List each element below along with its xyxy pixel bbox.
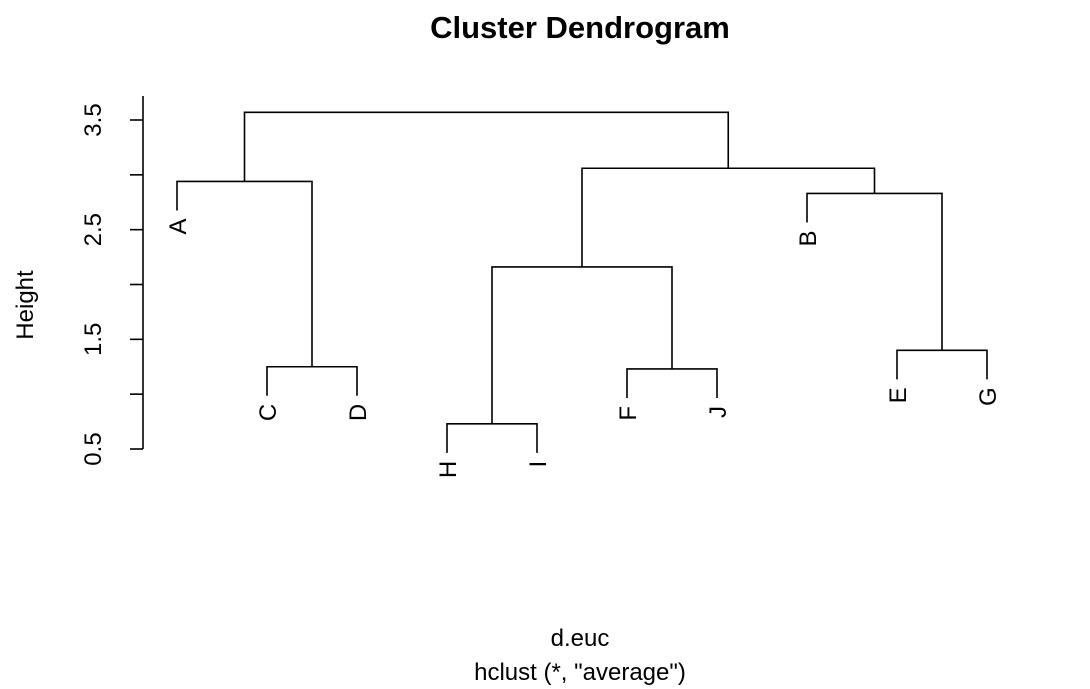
leaf-label-d: D (345, 404, 372, 421)
leaf-label-e: E (885, 387, 912, 403)
merge-branch-hi (446, 422, 538, 453)
dendrogram-branches (176, 111, 988, 453)
leaf-label-c: C (255, 404, 282, 421)
merge-branch-hifj-beg (581, 167, 876, 267)
y-tick-label: 2.5 (80, 213, 107, 246)
y-axis: 0.5 1.5 2.5 3.5 (80, 96, 144, 466)
merge-branch-fj (626, 368, 718, 399)
leaf-labels: A C D H I F J B E G (165, 218, 1002, 478)
chart-title: Cluster Dendrogram (430, 10, 730, 45)
leaf-label-b: B (795, 231, 822, 247)
merge-branch-root (243, 111, 730, 182)
leaf-label-j: J (705, 406, 732, 418)
leaf-label-a: A (165, 218, 192, 234)
y-tick-label: 3.5 (80, 103, 107, 136)
y-tick-label: 0.5 (80, 432, 107, 465)
merge-branch-b-eg (806, 192, 943, 351)
y-tick-label: 1.5 (80, 323, 107, 356)
merge-branch-a-cd (176, 180, 313, 367)
leaf-label-g: G (975, 387, 1002, 406)
method-label: hclust (*, "average") (474, 659, 686, 686)
merge-branch-eg (896, 349, 988, 380)
leaf-label-i: I (525, 461, 552, 468)
merge-branch-cd (266, 365, 358, 396)
x-axis-label: d.euc (551, 625, 610, 652)
merge-branch-hi-fj (491, 266, 673, 424)
y-axis-label: Height (12, 270, 39, 340)
leaf-label-h: H (435, 461, 462, 478)
leaf-label-f: F (615, 406, 642, 421)
